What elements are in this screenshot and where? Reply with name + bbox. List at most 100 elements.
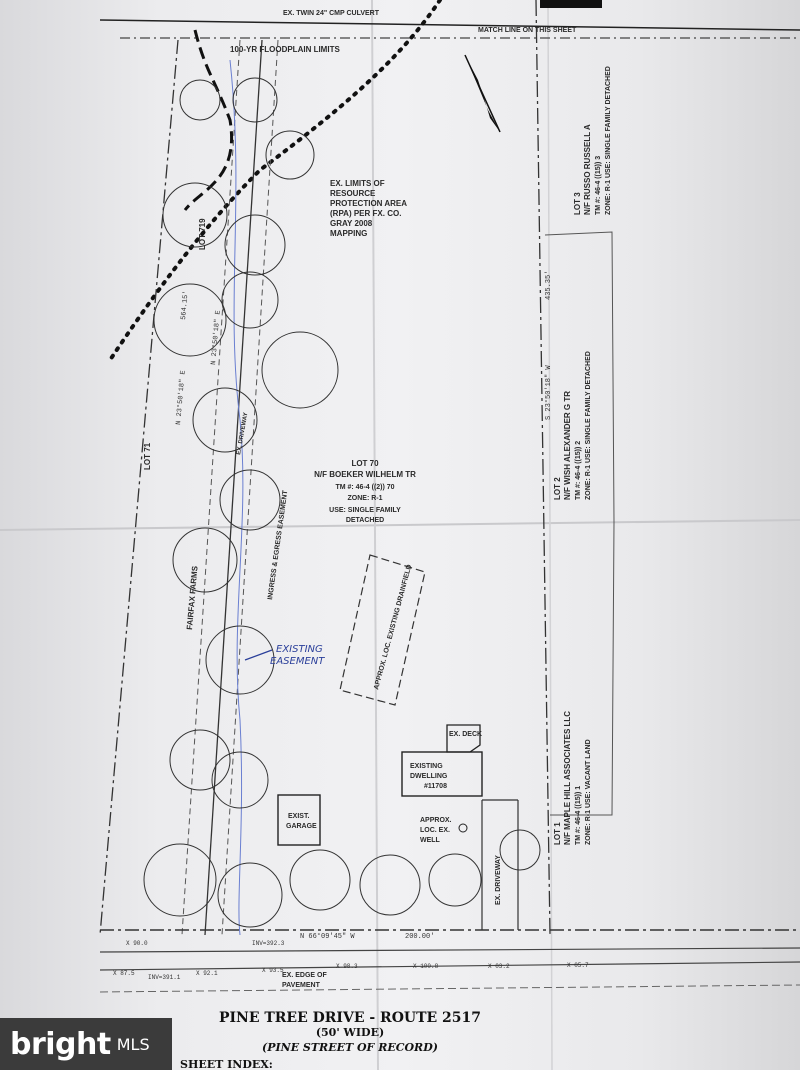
road-edge bbox=[99, 961, 800, 971]
west-bearing-b: N 23°50'18" E bbox=[209, 310, 223, 365]
lot70-use: USE: SINGLE FAMILY bbox=[329, 507, 401, 514]
road-edge bbox=[99, 947, 800, 953]
dwelling-label: EXISTING bbox=[410, 763, 443, 770]
rpa-label: EX. LIMITS OF RESOURCE PROTECTION AREA (… bbox=[330, 179, 407, 238]
rpa-line: RESOURCE bbox=[330, 189, 376, 198]
bright-mls-watermark: bright MLS bbox=[0, 1018, 172, 1070]
rpa-line: MAPPING bbox=[330, 229, 367, 238]
lot1-label: LOT 1 N/F MAPLE HILL ASSOCIATES LLC TM #… bbox=[553, 711, 592, 845]
spot-elevations: X 87.5 X 90.0 X 92.1 X 93.5 X 98.3 X 100… bbox=[113, 940, 589, 981]
handwritten-note: EXISTING bbox=[276, 644, 323, 655]
driveway-outline bbox=[481, 799, 519, 930]
road-record-name: (PINE STREET OF RECORD) bbox=[262, 1041, 438, 1054]
north-arrow-icon bbox=[464, 54, 501, 133]
rpa-line: GRAY 2008 bbox=[330, 219, 373, 228]
well-label: APPROX. bbox=[420, 817, 452, 824]
lot1-owner: N/F MAPLE HILL ASSOCIATES LLC bbox=[563, 711, 572, 845]
road-width: (50' WIDE) bbox=[316, 1026, 384, 1039]
spot-elevation: X 98.3 bbox=[336, 963, 358, 970]
spot-elevation: X 93.5 bbox=[262, 967, 284, 974]
fold-line bbox=[0, 519, 800, 531]
lot1-zone: ZONE: R-1 USE: VACANT LAND bbox=[585, 739, 592, 845]
spot-elevation: X 87.5 bbox=[113, 970, 135, 977]
driveway-label: EX. DRIVEWAY bbox=[495, 855, 502, 905]
floodplain-label: 100-YR FLOODPLAIN LIMITS bbox=[230, 45, 340, 54]
spot-elevation: X 05.7 bbox=[567, 962, 589, 969]
lot70-owner: N/F BOEKER WILHELM TR bbox=[314, 470, 416, 479]
well-symbol bbox=[458, 823, 468, 833]
lot3-zone: ZONE: R-1 USE: SINGLE FAMILY DETACHED bbox=[605, 66, 612, 215]
lot71-label: LOT 71 bbox=[143, 442, 152, 470]
fold-line bbox=[371, 0, 379, 1070]
culvert-label: EX. TWIN 24" CMP CULVERT bbox=[283, 10, 380, 17]
deck-outline bbox=[446, 724, 481, 753]
lot2-tm: TM #: 46-4 ((15)) 2 bbox=[575, 441, 582, 500]
hand-arrow bbox=[244, 649, 273, 661]
well-label: LOC. EX. bbox=[420, 827, 450, 834]
handwritten-note: EASEMENT bbox=[270, 656, 325, 667]
pavement-label: PAVEMENT bbox=[282, 982, 321, 989]
lot719-label: LOT 719 bbox=[198, 218, 207, 250]
rpa-line: (RPA) PER FX. CO. bbox=[330, 209, 401, 218]
garage-label: EXIST. bbox=[288, 813, 309, 820]
tree-canopy bbox=[143, 77, 541, 928]
lot3-title: LOT 3 bbox=[573, 192, 582, 215]
lot70-zone: ZONE: R-1 bbox=[348, 495, 383, 502]
watermark-suffix: MLS bbox=[116, 1034, 150, 1054]
south-bearing: N 66°09'45" W bbox=[300, 932, 355, 941]
lot70-label: LOT 70 N/F BOEKER WILHELM TR TM #: 46-4 … bbox=[314, 459, 416, 524]
watermark-brand: bright bbox=[10, 1026, 111, 1062]
pavement-label: EX. EDGE OF bbox=[282, 972, 327, 979]
deck-label: EX. DECK bbox=[449, 731, 482, 738]
road-name: PINE TREE DRIVE - ROUTE 2517 bbox=[219, 1010, 481, 1026]
south-distance: 200.00' bbox=[405, 933, 434, 941]
easement-label: INGRESS & EGRESS EASEMENT bbox=[267, 489, 289, 600]
lot2-label: LOT 2 N/F WISH ALEXANDER G TR TM #: 46-4… bbox=[553, 351, 592, 500]
well-label: WELL bbox=[420, 837, 441, 844]
adjacent-lot-lines bbox=[544, 231, 615, 816]
lot1-tm: TM #: 46-4 ((15)) 1 bbox=[575, 786, 582, 845]
lot3-label: LOT 3 N/F RUSSO RUSSELL A TM #: 46-4 ((1… bbox=[573, 66, 612, 215]
west-bearing-a: N 23°50'18" E bbox=[174, 370, 188, 425]
spot-elevation: X 100.8 bbox=[413, 963, 439, 970]
spot-elevation: X 90.0 bbox=[126, 940, 148, 947]
garage-outline bbox=[277, 794, 321, 846]
east-distance: 435.35' bbox=[545, 271, 553, 300]
fold-line bbox=[547, 0, 553, 1070]
dwelling-number: #11708 bbox=[424, 783, 447, 790]
west-distance: 564.15' bbox=[180, 290, 191, 320]
east-bearing: S 23°50'18" W bbox=[544, 365, 553, 420]
lot1-title: LOT 1 bbox=[553, 822, 562, 845]
lot3-owner: N/F RUSSO RUSSELL A bbox=[583, 124, 592, 215]
rpa-line: PROTECTION AREA bbox=[330, 199, 407, 208]
lot70-title: LOT 70 bbox=[351, 459, 379, 468]
west-driveway-label: EX. DRIVEWAY bbox=[236, 412, 249, 455]
dwelling-label: DWELLING bbox=[410, 773, 448, 780]
garage-label: GARAGE bbox=[286, 823, 317, 830]
stream-line bbox=[229, 59, 244, 936]
lot70-use-2: DETACHED bbox=[346, 517, 384, 524]
invert-elevation: INV=392.3 bbox=[252, 940, 285, 947]
sheet-border bbox=[540, 0, 602, 8]
dwelling-outline bbox=[401, 751, 483, 797]
road-centerline bbox=[99, 984, 800, 993]
lot2-title: LOT 2 bbox=[553, 477, 562, 500]
drainfield-outline bbox=[339, 554, 426, 706]
sheet-index-label: SHEET INDEX: bbox=[180, 1058, 273, 1070]
fairfax-farms-label: FAIRFAX FARMS bbox=[185, 565, 200, 630]
drainfield-label: APPROX. LOC. EXISTING DRAINFIELD bbox=[373, 564, 413, 691]
invert-elevation: INV=391.1 bbox=[148, 974, 181, 981]
floodplain-line bbox=[183, 29, 234, 211]
spot-elevation: X 92.1 bbox=[196, 970, 218, 977]
lot2-owner: N/F WISH ALEXANDER G TR bbox=[563, 391, 572, 500]
lot3-tm: TM #: 46-4 ((15)) 3 bbox=[595, 156, 602, 215]
rpa-line: EX. LIMITS OF bbox=[330, 179, 385, 188]
match-line-label: MATCH LINE ON THIS SHEET bbox=[478, 27, 577, 34]
lot2-zone: ZONE: R-1 USE: SINGLE FAMILY DETACHED bbox=[585, 351, 592, 500]
lot70-tm: TM #: 46-4 ((2)) 70 bbox=[335, 484, 394, 491]
east-property-line bbox=[535, 0, 551, 936]
spot-elevation: X 03.2 bbox=[488, 963, 510, 970]
